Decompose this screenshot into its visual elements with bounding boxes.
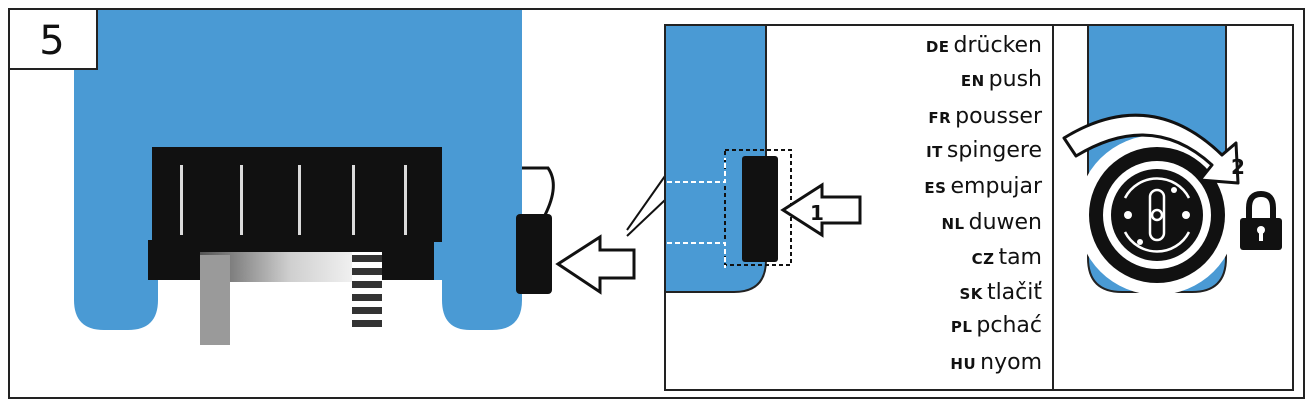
lang-word: spingere bbox=[946, 138, 1042, 163]
battery-ribs bbox=[180, 165, 407, 235]
lang-word: drücken bbox=[953, 33, 1042, 58]
lang-code: IT bbox=[926, 143, 943, 161]
lock-knob-inner bbox=[1111, 169, 1203, 261]
right-striped-leg bbox=[352, 252, 382, 330]
padlock-icon bbox=[1240, 190, 1282, 250]
lang-code: NL bbox=[941, 215, 965, 233]
push-arrow-small-icon bbox=[780, 182, 862, 238]
left-brush-leg bbox=[200, 255, 230, 345]
lang-code: ES bbox=[924, 179, 947, 197]
lang-code: SK bbox=[959, 285, 983, 303]
device-main-view bbox=[74, 10, 555, 345]
lang-word: nyom bbox=[980, 350, 1042, 375]
callout-number-1: 1 bbox=[810, 201, 824, 225]
push-arrow-icon bbox=[555, 234, 636, 295]
step-number: 5 bbox=[39, 18, 64, 64]
callout-line-bottom bbox=[626, 199, 666, 237]
lang-word: pchać bbox=[976, 313, 1042, 338]
lang-word: tam bbox=[998, 245, 1042, 270]
connector-cable bbox=[522, 166, 555, 216]
lang-word: duwen bbox=[968, 210, 1042, 235]
lang-code: CZ bbox=[971, 250, 995, 268]
step-number-box bbox=[8, 8, 98, 70]
side-connector bbox=[516, 214, 552, 294]
lang-code: EN bbox=[960, 72, 985, 90]
lock-knob-screws bbox=[1124, 187, 1190, 245]
lang-word: pousser bbox=[955, 104, 1042, 129]
lang-code: DE bbox=[925, 38, 950, 56]
turn-arrow-icon bbox=[1062, 113, 1240, 185]
connector-dashed-outline bbox=[724, 149, 792, 266]
lang-code: HU bbox=[950, 355, 977, 373]
lang-word: empujar bbox=[950, 174, 1042, 199]
dashed-guide-bottom bbox=[667, 242, 726, 268]
lang-word: push bbox=[988, 67, 1042, 92]
detail-panel-lock: 2 bbox=[1052, 24, 1294, 391]
dashed-guide-top bbox=[667, 158, 726, 183]
lock-knob-details bbox=[1123, 177, 1191, 253]
lang-code: FR bbox=[928, 109, 952, 127]
lang-word: tlačiť bbox=[986, 280, 1042, 305]
battery-pack bbox=[152, 147, 442, 242]
callout-line-top bbox=[626, 175, 666, 231]
callout-number-2: 2 bbox=[1231, 155, 1245, 179]
detail-connector bbox=[742, 156, 778, 262]
lang-code: PL bbox=[950, 318, 973, 336]
